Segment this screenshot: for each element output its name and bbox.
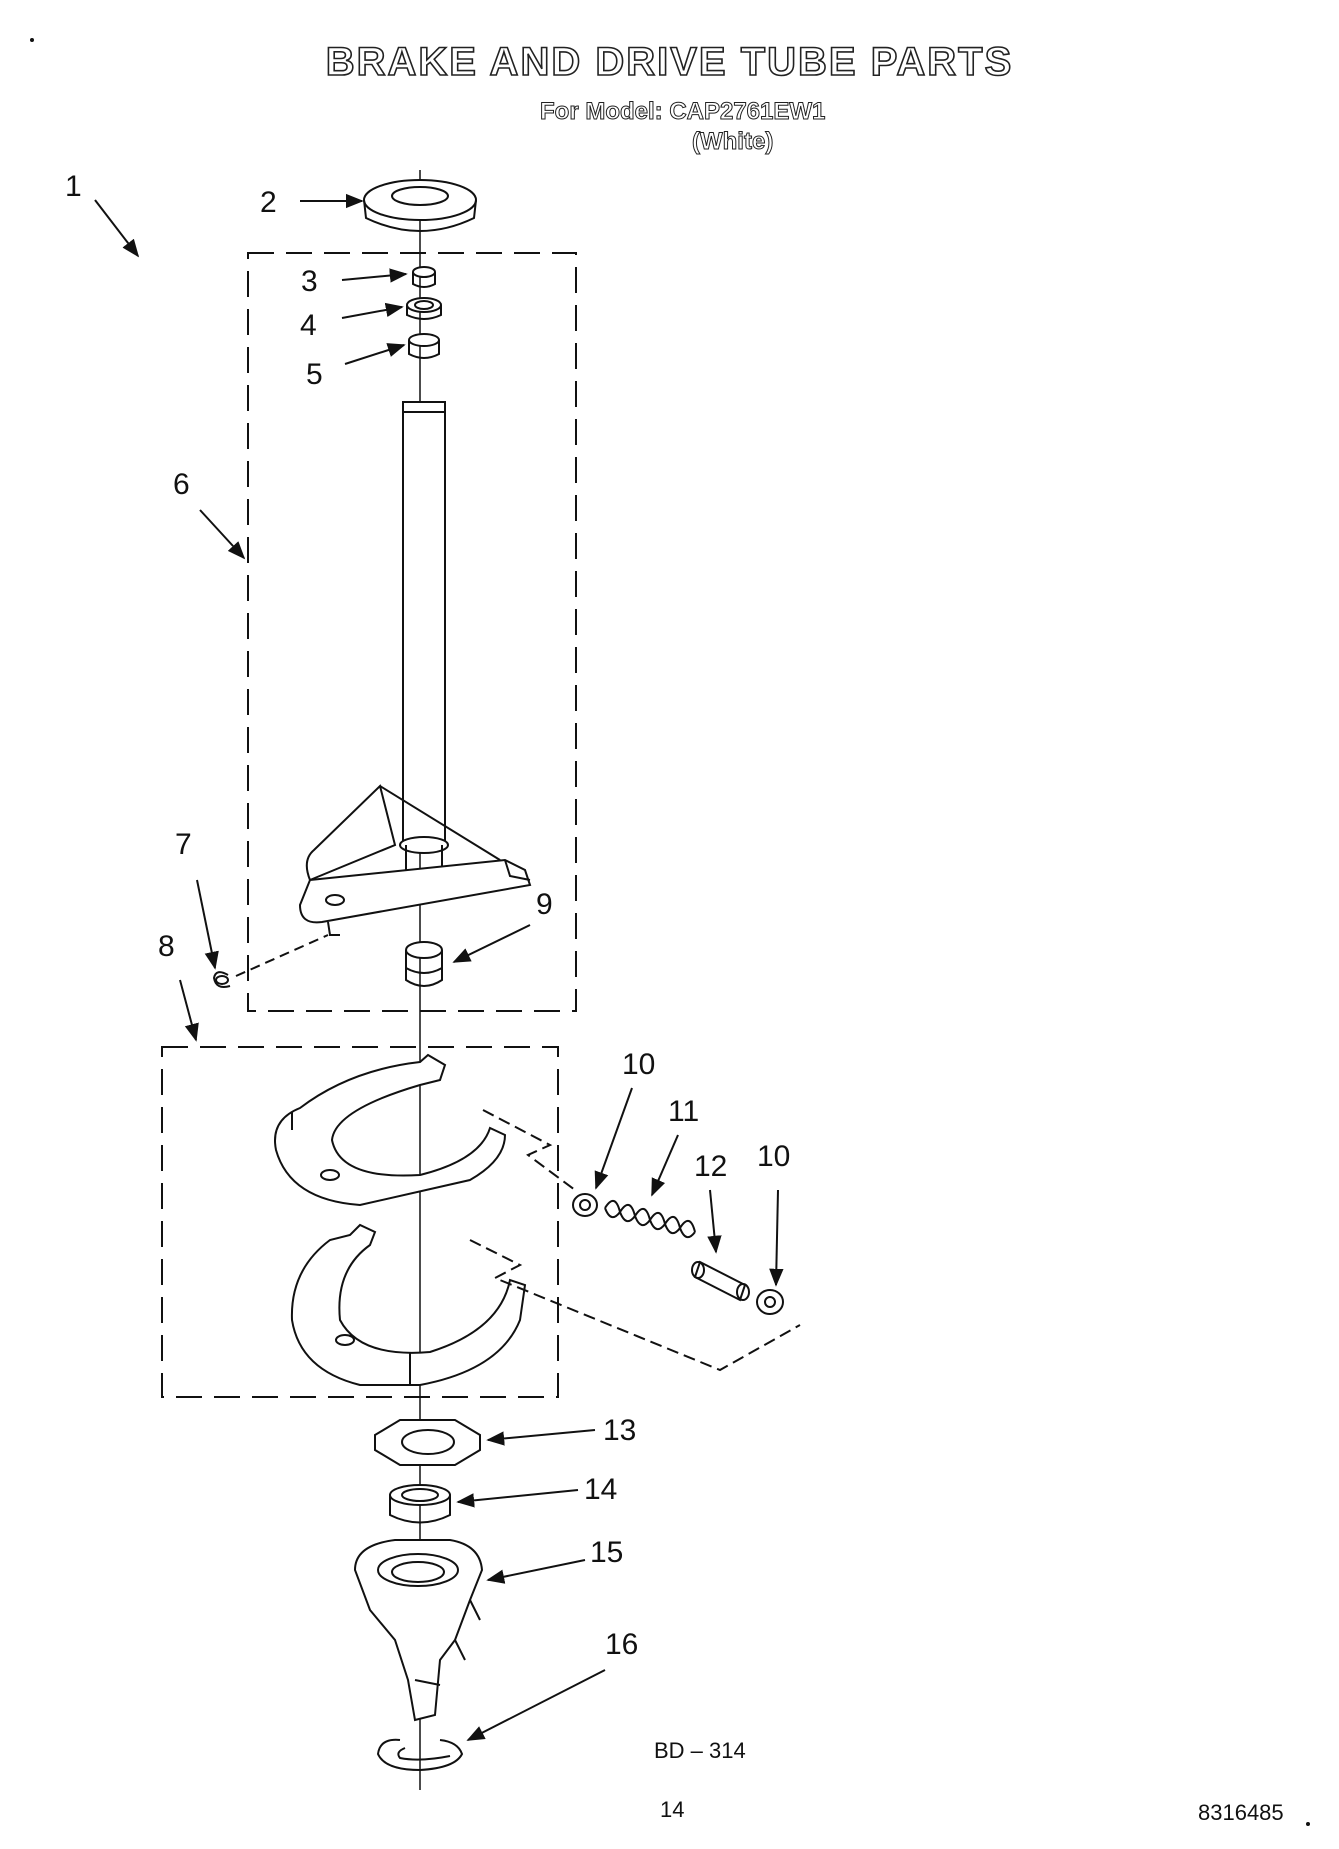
color-line: (White)	[691, 128, 774, 156]
leader-8	[179, 979, 199, 1042]
callout-2: 2	[260, 186, 277, 219]
brake-link-lower	[469, 1239, 801, 1372]
part-4-ring	[406, 297, 442, 320]
callout-7: 7	[175, 828, 192, 861]
callout-12: 12	[694, 1150, 728, 1183]
leader-5	[344, 343, 406, 365]
callout-4: 4	[300, 309, 317, 342]
part-8-lower-brake-shoe	[290, 1223, 527, 1386]
leader-6	[199, 509, 246, 560]
part-9-bushing	[405, 941, 443, 987]
corner-mark-bottom-right	[1306, 1822, 1310, 1826]
callout-15: 15	[590, 1536, 624, 1569]
part-14-ring	[389, 1484, 451, 1524]
callout-13: 13	[603, 1414, 637, 1447]
part-10-washer-b	[756, 1289, 784, 1315]
leader-10a	[594, 1087, 633, 1190]
leader-1	[94, 199, 140, 258]
callout-11: 11	[668, 1095, 700, 1128]
brake-link-upper	[482, 1109, 576, 1191]
leader-16	[466, 1669, 606, 1741]
callout-16: 16	[605, 1628, 639, 1661]
callout-8: 8	[158, 930, 175, 963]
leader-7-clip-path	[235, 934, 329, 977]
callout-6: 6	[173, 468, 190, 501]
callout-10b: 10	[757, 1140, 791, 1173]
part-5-bushing	[408, 333, 440, 359]
part-10-washer-a	[572, 1193, 598, 1217]
callout-14: 14	[584, 1473, 618, 1506]
part-6-drive-tube	[298, 401, 532, 936]
part-11-spring	[604, 1200, 696, 1239]
part-12-pin	[691, 1260, 750, 1302]
leader-14	[456, 1489, 579, 1508]
model-line: For Model: CAP2761EW1	[539, 98, 826, 126]
page-number: 14	[660, 1797, 685, 1822]
leader-10b	[769, 1189, 784, 1287]
leader-13	[486, 1429, 596, 1446]
corner-mark-top-left	[30, 38, 34, 42]
assembly-8-box	[161, 1046, 559, 1398]
callout-1: 1	[65, 170, 82, 203]
leader-15	[486, 1559, 586, 1584]
part-3-bushing	[412, 266, 436, 288]
leader-3	[341, 268, 408, 283]
part-15-housing	[353, 1539, 484, 1722]
part-2-seal	[363, 179, 477, 232]
callout-9: 9	[536, 888, 553, 921]
diagram-code: BD – 314	[654, 1738, 746, 1763]
page-title: BRAKE AND DRIVE TUBE PARTS	[325, 39, 1014, 85]
part-7-clip	[212, 971, 231, 988]
leader-12	[707, 1189, 722, 1254]
part-8-upper-brake-shoe	[274, 1053, 507, 1207]
leader-4	[341, 302, 404, 319]
part-16-snap-ring	[376, 1738, 464, 1772]
leader-11	[651, 1134, 679, 1197]
document-number: 8316485	[1198, 1800, 1284, 1825]
leader-9	[452, 924, 531, 963]
callout-10a: 10	[622, 1048, 656, 1081]
assembly-6-box	[247, 252, 577, 1012]
leader-7	[196, 879, 219, 970]
callout-3: 3	[301, 265, 318, 298]
callout-5: 5	[306, 358, 323, 391]
part-13-plate	[374, 1419, 481, 1466]
